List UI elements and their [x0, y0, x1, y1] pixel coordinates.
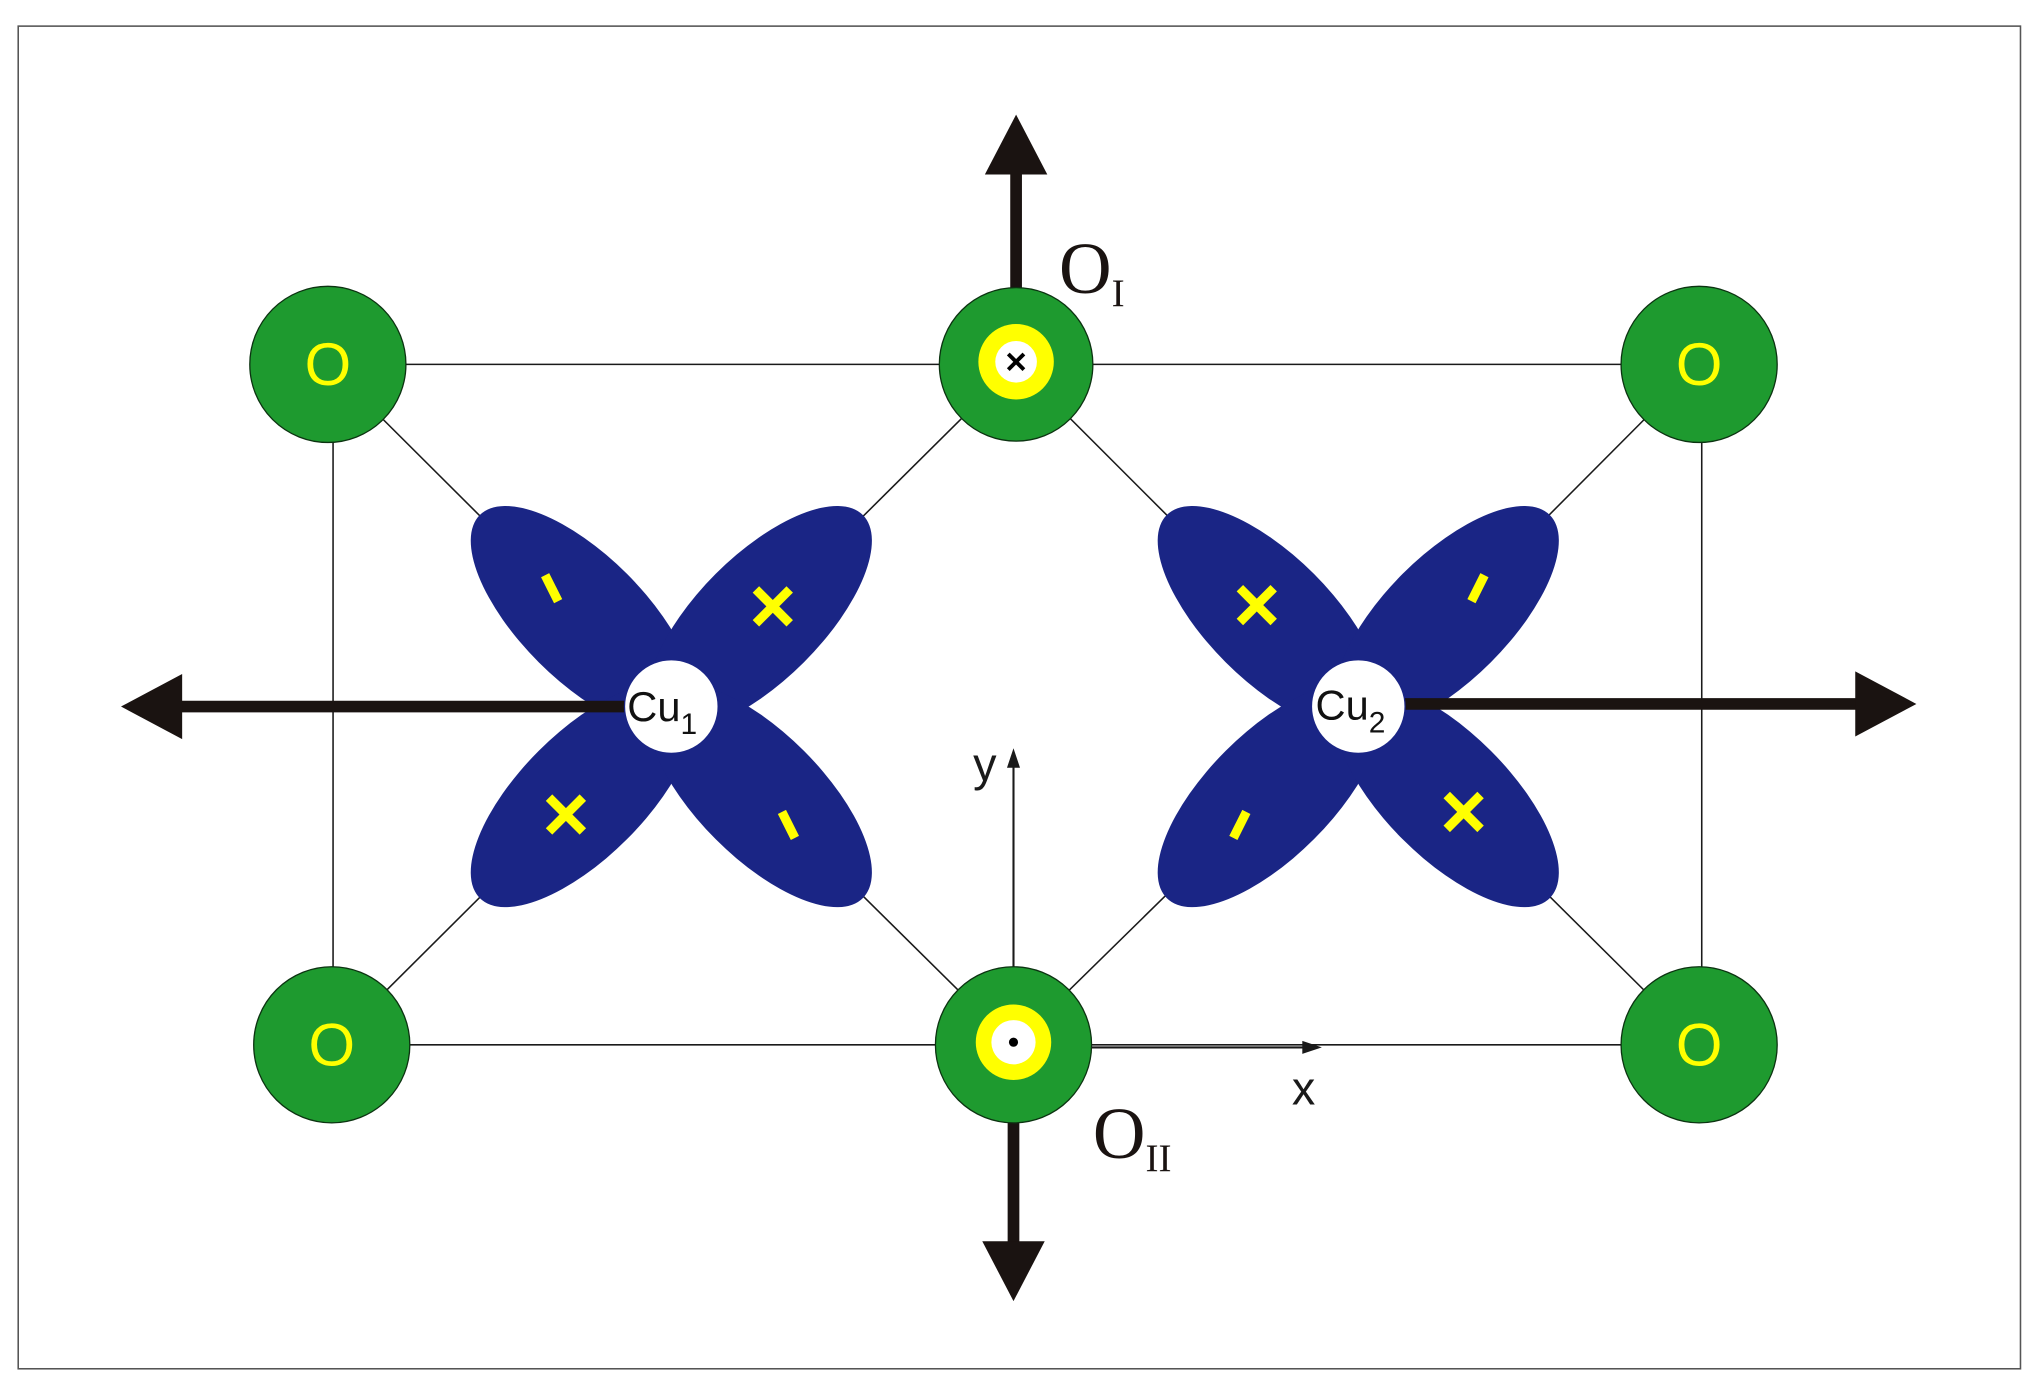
cu1-label: Cu1 — [627, 683, 697, 741]
cu2-label-base: Cu — [1316, 682, 1369, 729]
coordinate-axes — [1006, 748, 1322, 1054]
figure-frame — [17, 25, 2022, 1370]
oxygen-label: O — [308, 1012, 355, 1079]
oxygen-atom-oII — [934, 966, 1093, 1124]
x-axis-arrowhead — [1302, 1040, 1322, 1054]
oxygen-label: O — [1676, 331, 1723, 398]
cu2-label: Cu2 — [1316, 682, 1386, 740]
arrow-left-head — [120, 674, 183, 740]
oI-site-label: OI — [1059, 228, 1125, 315]
oII-label-base: O — [1093, 1093, 1146, 1174]
arrow-right-head — [1855, 671, 1917, 737]
copper-atom-cu1: Cu1 — [623, 659, 719, 755]
cu1-label-base: Cu — [627, 683, 680, 730]
cu1-label-subscript: 1 — [681, 708, 698, 741]
arrow-down-head — [982, 1241, 1045, 1302]
displacement-arrows — [120, 114, 1917, 1302]
oxygen-label: O — [1676, 1012, 1723, 1079]
y-axis-arrowhead — [1006, 748, 1020, 768]
oxygen-atom-bottom-right: O — [1620, 966, 1778, 1124]
oxygen-atom-bottom-left: O — [253, 966, 411, 1124]
oI-label-base: O — [1059, 228, 1112, 309]
copper-atom-cu2: Cu2 — [1310, 659, 1406, 755]
cu2-label-subscript: 2 — [1369, 707, 1386, 740]
into-page-cross-icon — [1006, 352, 1026, 371]
oII-label-subscript: II — [1145, 1137, 1171, 1180]
oII-site-label: OII — [1093, 1093, 1172, 1180]
oxygen-label: O — [305, 331, 352, 398]
y-axis-label: y — [973, 739, 997, 791]
arrow-up-head — [984, 114, 1048, 175]
x-axis-label: x — [1292, 1063, 1315, 1115]
oI-label-subscript: I — [1112, 272, 1125, 315]
out-of-page-dot-icon — [1008, 1037, 1019, 1047]
oxygen-atom-top-right: O — [1620, 285, 1778, 444]
oxygen-atom-top-left: O — [249, 285, 407, 444]
oxygen-atom-oI — [938, 286, 1094, 442]
